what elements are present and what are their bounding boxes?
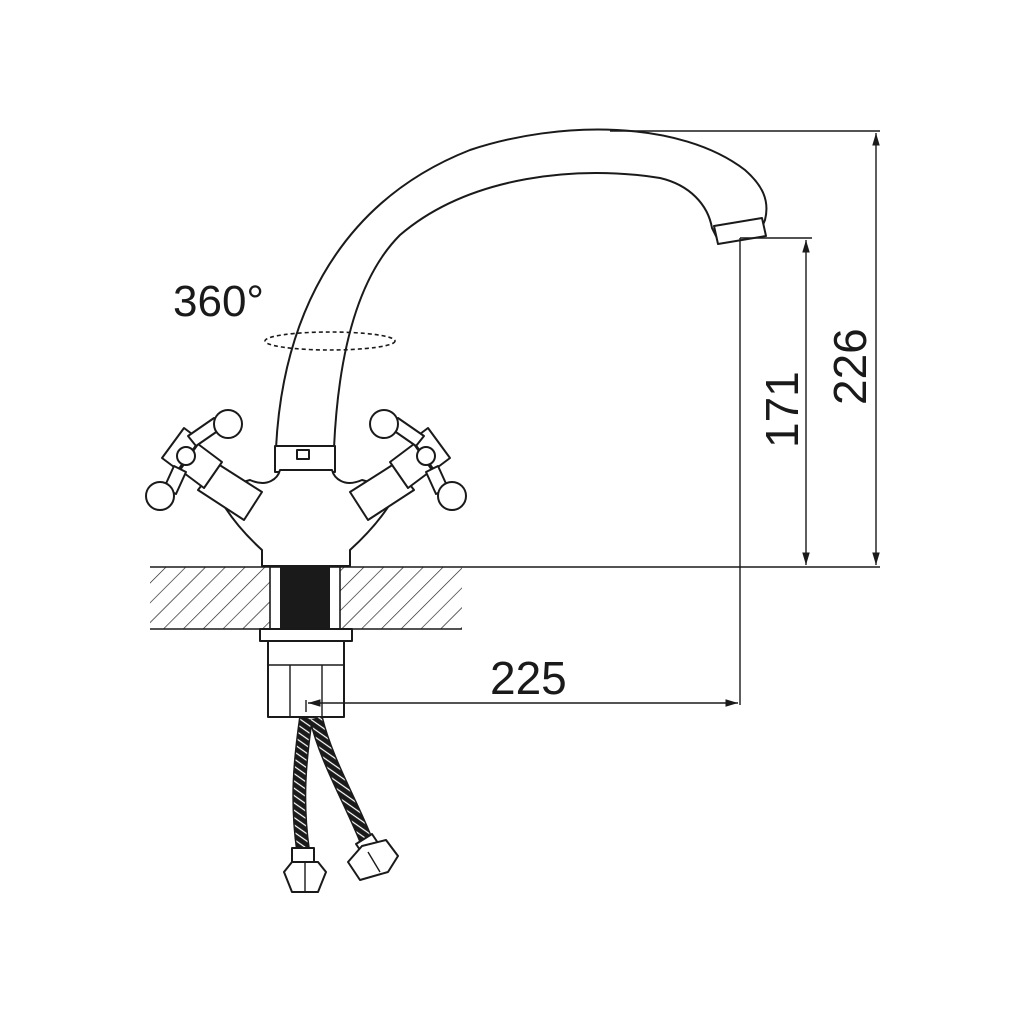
spout [274, 128, 768, 473]
flex-hoses [283, 716, 399, 893]
spout-clearance-label: 171 [756, 371, 808, 448]
left-handle [145, 409, 263, 521]
rotation-label: 360° [173, 277, 264, 326]
dimension-lines [305, 130, 880, 712]
total-height-label: 226 [824, 328, 876, 405]
countertop [150, 566, 880, 630]
spout-reach-label: 225 [490, 652, 567, 704]
rotation-indicator: 360° [173, 277, 396, 351]
right-handle [349, 409, 467, 521]
